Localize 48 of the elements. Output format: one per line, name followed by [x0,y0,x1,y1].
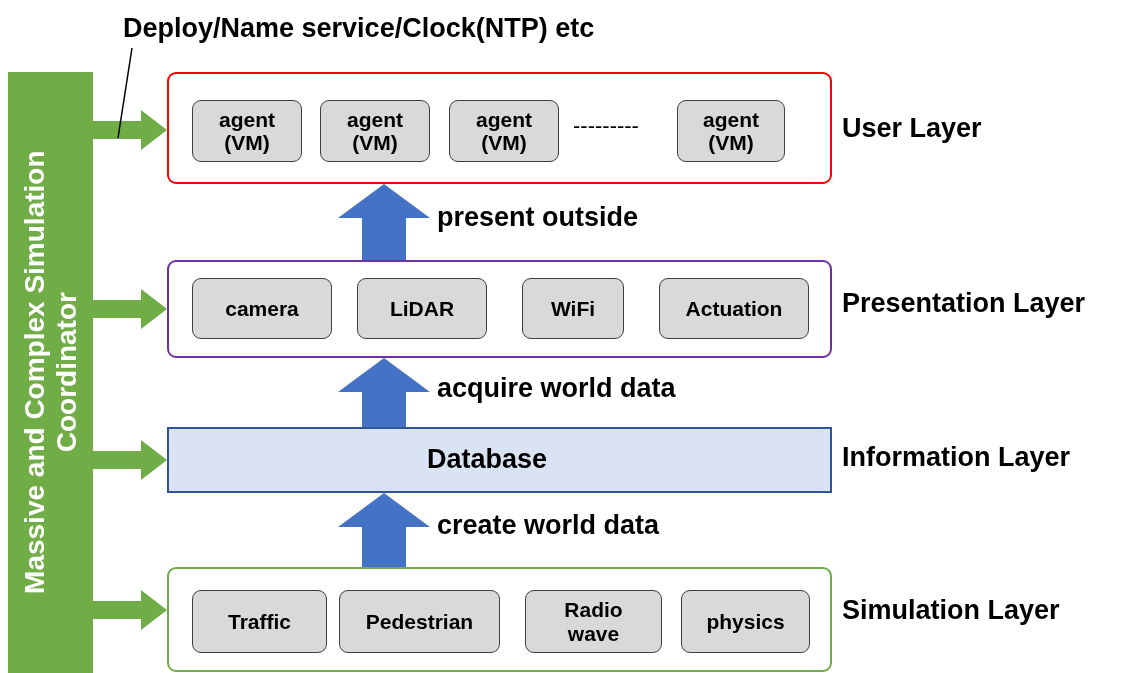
annotation-text: Deploy/Name service/Clock(NTP) etc [123,13,595,45]
layer-box [167,567,832,672]
component-box [681,590,810,653]
database-label: Database [427,444,548,476]
component-label: agent (VM) [346,107,404,155]
component-box [339,590,500,653]
component-box [522,278,624,339]
component-box [320,100,430,162]
block-arrow [93,110,167,150]
component-label: Radio wave [563,598,624,645]
edge-label: acquire world data [437,372,676,404]
coordinator-bar [8,72,93,673]
component-label: Traffic [228,609,291,634]
database-box [167,427,832,493]
block-arrow [338,184,430,260]
component-box [449,100,559,162]
component-label: Pedestrian [365,609,474,634]
layer-label: Information Layer [842,442,1071,473]
layer-box [167,260,832,358]
edge-label: create world data [437,510,660,541]
block-arrow [338,358,430,427]
component-label: WiFi [550,296,596,321]
component-box [357,278,487,339]
component-label: LiDAR [389,296,455,321]
component-box [525,590,662,653]
component-box [192,100,302,162]
block-arrow [93,590,167,630]
component-label: agent (VM) [475,107,533,155]
layer-box [167,72,832,184]
component-box [677,100,785,162]
block-arrow [338,493,430,567]
block-arrow [93,440,167,480]
component-label: physics [706,609,785,634]
leader-line [117,47,133,139]
component-label: agent (VM) [218,107,276,155]
ellipsis-dashes: --------- [573,113,639,139]
component-box [192,590,327,653]
component-box [659,278,809,339]
component-label: agent (VM) [702,107,760,155]
component-box [192,278,332,339]
component-label: camera [225,296,299,321]
block-arrow [93,289,167,329]
layer-label: Simulation Layer [842,595,1060,626]
layer-label: User Layer [842,113,982,144]
layer-label: Presentation Layer [842,288,1086,319]
component-label: Actuation [685,296,783,321]
coordinator-label: Massive and Complex Simulation Coordinator [18,149,83,597]
edge-label: present outside [437,202,639,233]
